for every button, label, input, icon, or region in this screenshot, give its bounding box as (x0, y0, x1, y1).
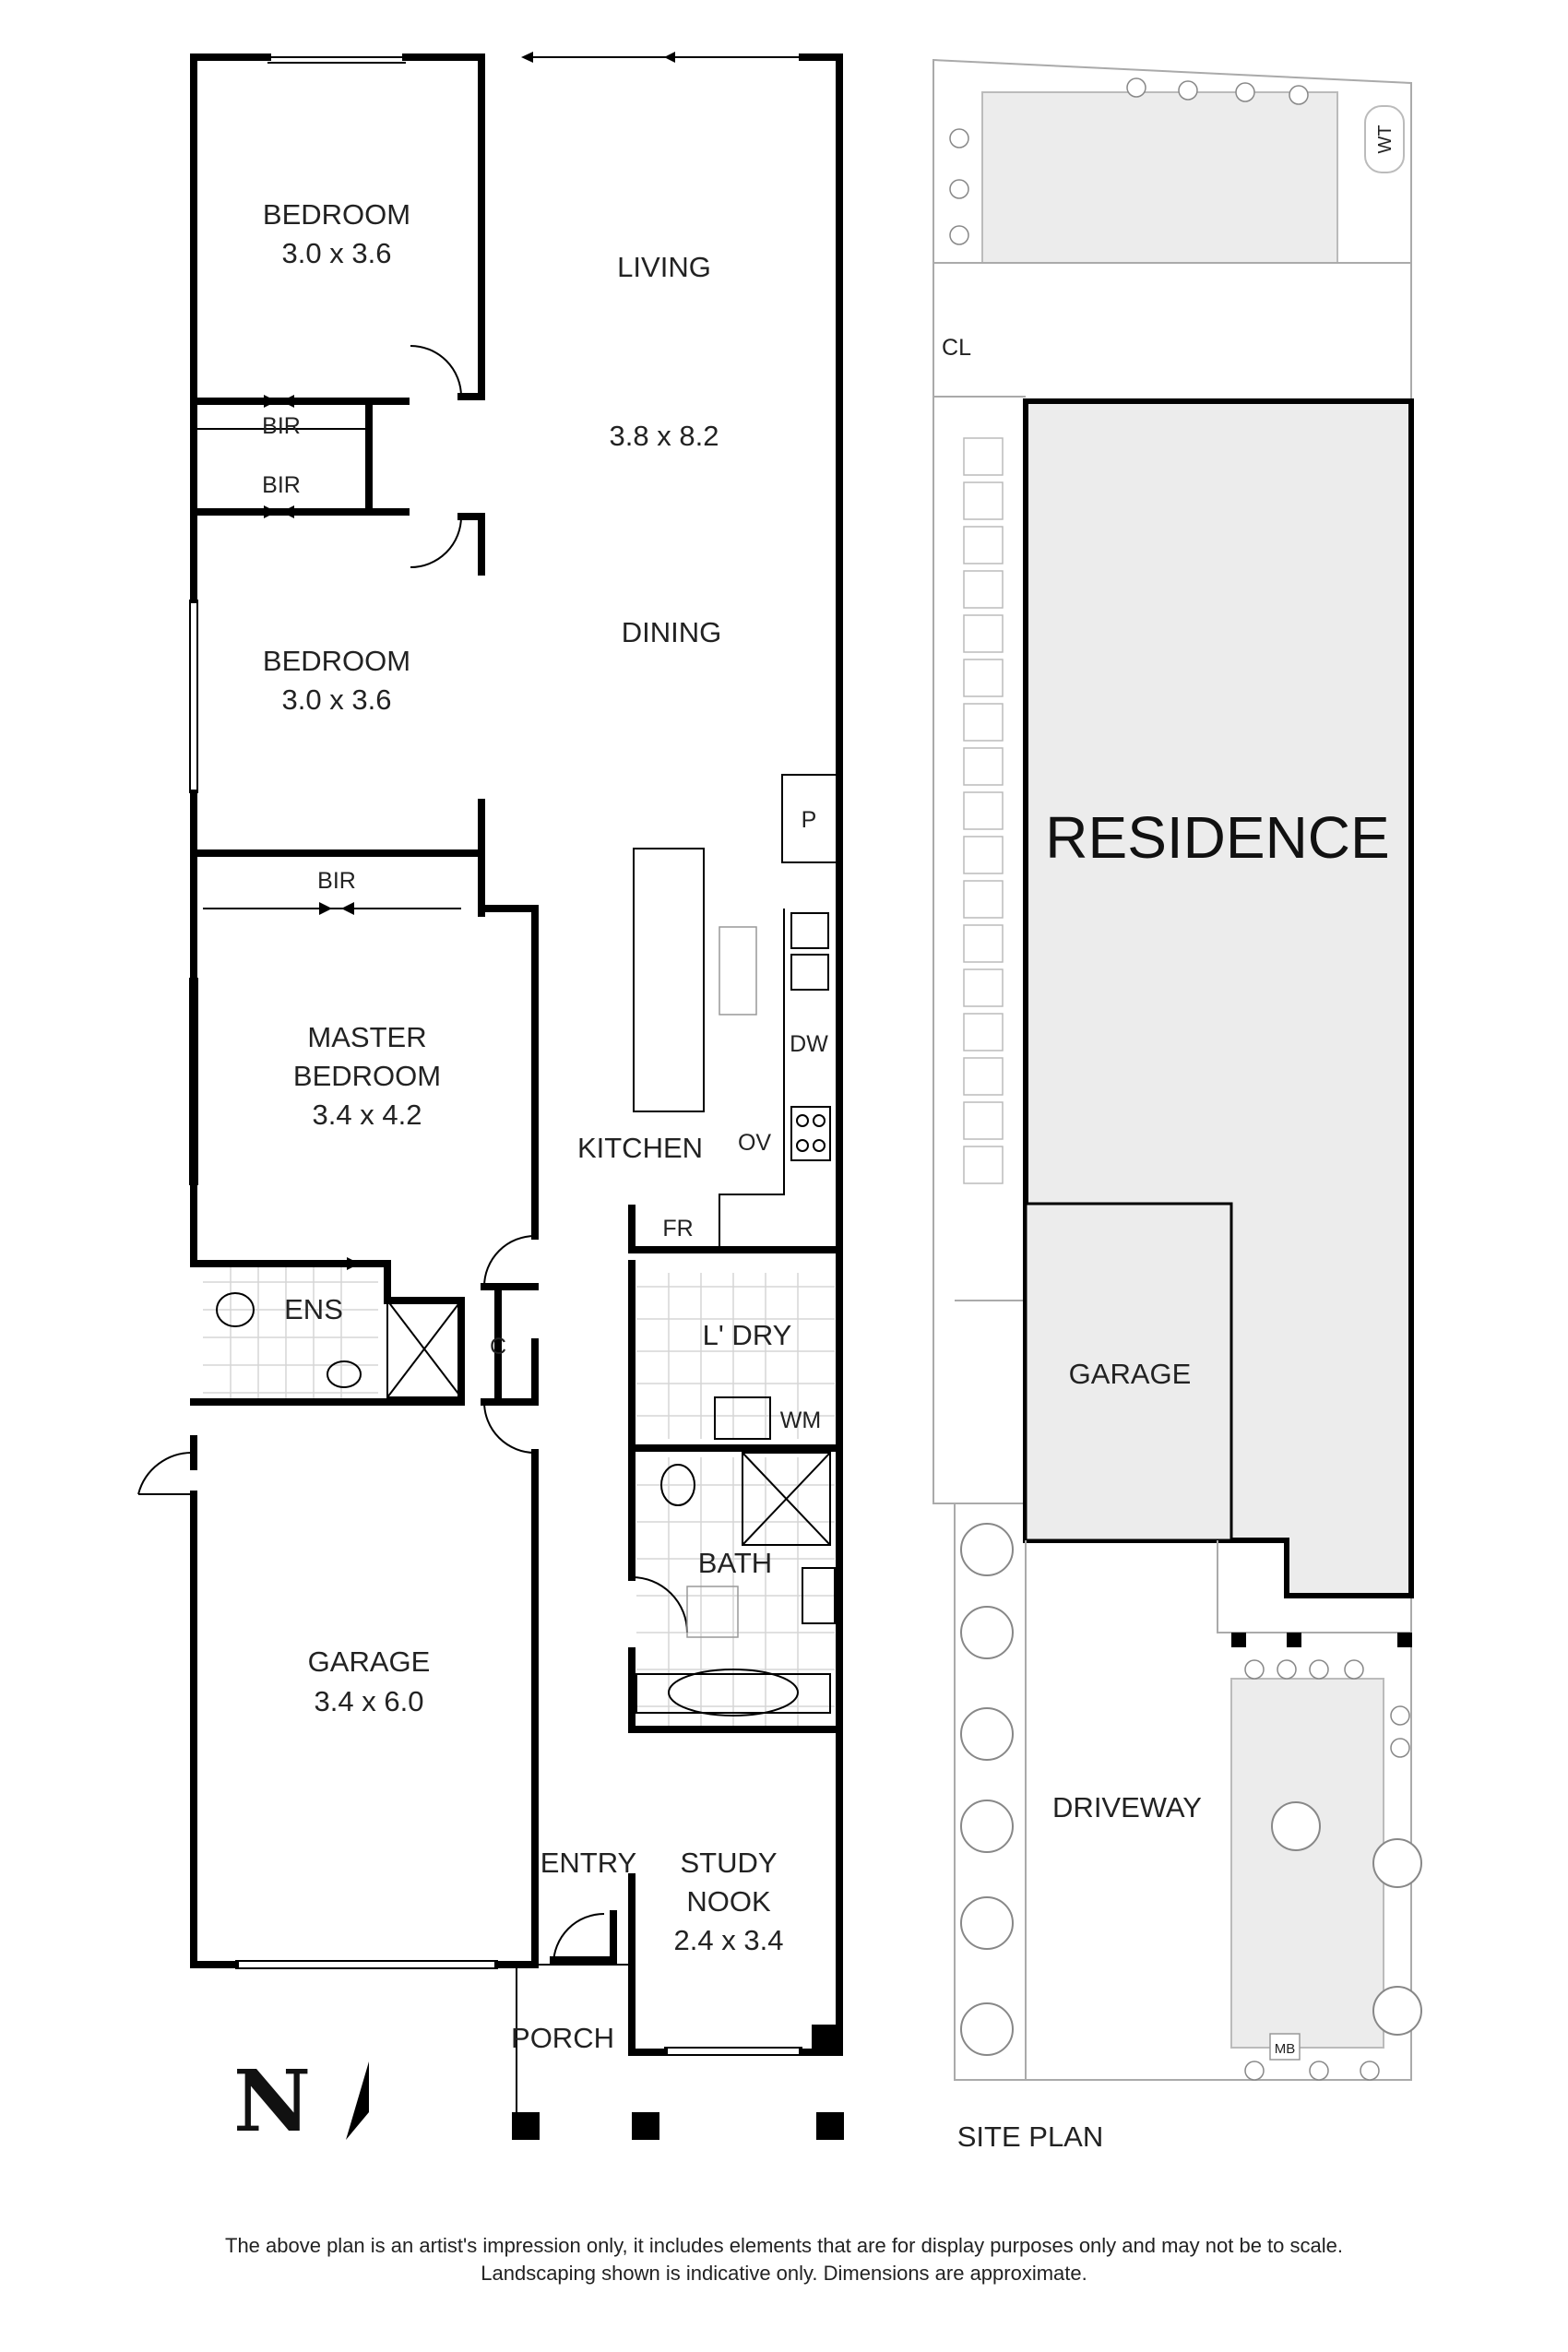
room-dims: 3.4 x 6.0 (315, 1685, 424, 1717)
fridge-label: FR (662, 1216, 693, 1241)
bathtub (668, 1669, 799, 1716)
water-tank-label: WT (1375, 125, 1396, 153)
bir-label-1: BIR (262, 413, 301, 439)
vanity-bath (802, 1567, 836, 1624)
room-bedroom-1: BEDROOM 3.0 x 3.6 (263, 198, 410, 269)
room-name: BEDROOM (263, 645, 410, 677)
room-garage: GARAGE 3.4 x 6.0 (308, 1645, 431, 1717)
room-name-line2: NOOK (686, 1885, 771, 1918)
oven-label: OV (738, 1130, 771, 1156)
laundry-tub (714, 1396, 771, 1440)
water-tank (1364, 105, 1405, 173)
mailbox-label: MB (1275, 2041, 1296, 2057)
room-name-line2: BEDROOM (293, 1060, 441, 1092)
bath-label: BATH (698, 1547, 772, 1579)
room-name: MASTER (307, 1021, 426, 1053)
kitchen-island (633, 848, 705, 1112)
disclaimer-line-1: The above plan is an artist's impression… (225, 2234, 1343, 2257)
room-dims: 3.4 x 4.2 (313, 1099, 422, 1131)
sink-2 (790, 954, 829, 991)
north-letter: N (233, 2051, 311, 2151)
room-study-nook: STUDY NOOK 2.4 x 3.4 (674, 1847, 784, 1956)
sink-1 (790, 912, 829, 949)
cupboard-label: C (490, 1334, 506, 1360)
room-dims: 3.0 x 3.6 (282, 683, 392, 716)
backyard-lawn (981, 91, 1338, 264)
room-dining: DINING (622, 616, 722, 648)
room-dims: 3.0 x 3.6 (282, 237, 392, 269)
shower-ensuite (386, 1300, 462, 1398)
wet-area-tiles (203, 1264, 835, 1729)
floor-plan: N BEDROOM 3.0 x 3.6 BEDROOM 3.0 x 3.6 MA… (137, 52, 844, 2151)
room-bedroom-2: BEDROOM 3.0 x 3.6 (263, 645, 410, 716)
washing-machine-label: WM (780, 1408, 821, 1433)
porch-label: PORCH (511, 2022, 614, 2054)
clothesline-label: CL (942, 335, 971, 361)
front-lawn (1230, 1678, 1384, 2049)
laundry-label: L' DRY (703, 1319, 792, 1351)
shower-bath (742, 1452, 831, 1546)
driveway-label: DRIVEWAY (1052, 1791, 1202, 1823)
room-name: GARAGE (308, 1645, 431, 1678)
site-plan: WT CL RESIDENCE GARAGE DRIVEWAY MB SITE … (932, 58, 1422, 2153)
entry-label: ENTRY (540, 1847, 637, 1879)
trees-icon (960, 1523, 1422, 2056)
room-dims: 2.4 x 3.4 (674, 1924, 784, 1956)
toilet-bath (660, 1464, 695, 1506)
room-name: LIVING (617, 251, 711, 283)
ensuite-label: ENS (284, 1293, 343, 1325)
mailbox (1269, 2033, 1301, 2061)
shrubs-icon (949, 77, 1410, 2081)
bir-label-3: BIR (317, 868, 356, 894)
dishwasher-label: DW (790, 1031, 828, 1057)
site-garage-label: GARAGE (1069, 1358, 1192, 1390)
room-master-bedroom: MASTER BEDROOM 3.4 x 4.2 (293, 1021, 441, 1131)
north-arrow-icon (346, 2061, 369, 2140)
site-boundary (932, 58, 1412, 2081)
cooktop (790, 1106, 831, 1161)
site-garage (1024, 1202, 1233, 1542)
bir-label-2: BIR (262, 472, 301, 498)
site-plan-title: SITE PLAN (957, 2120, 1104, 2153)
room-name: STUDY (680, 1847, 777, 1879)
paving-strip (963, 437, 1004, 1184)
residence-label: RESIDENCE (1045, 804, 1389, 871)
room-dims: 3.8 x 8.2 (610, 420, 719, 452)
room-living: LIVING 3.8 x 8.2 DINING (610, 251, 722, 648)
disclaimer-line-2: Landscaping shown is indicative only. Di… (481, 2262, 1087, 2285)
toilet-ensuite (216, 1292, 255, 1327)
pantry (781, 774, 838, 863)
room-name: BEDROOM (263, 198, 410, 231)
pantry-label: P (802, 807, 817, 833)
basin-ensuite (327, 1360, 362, 1388)
kitchen-label: KITCHEN (577, 1132, 703, 1164)
